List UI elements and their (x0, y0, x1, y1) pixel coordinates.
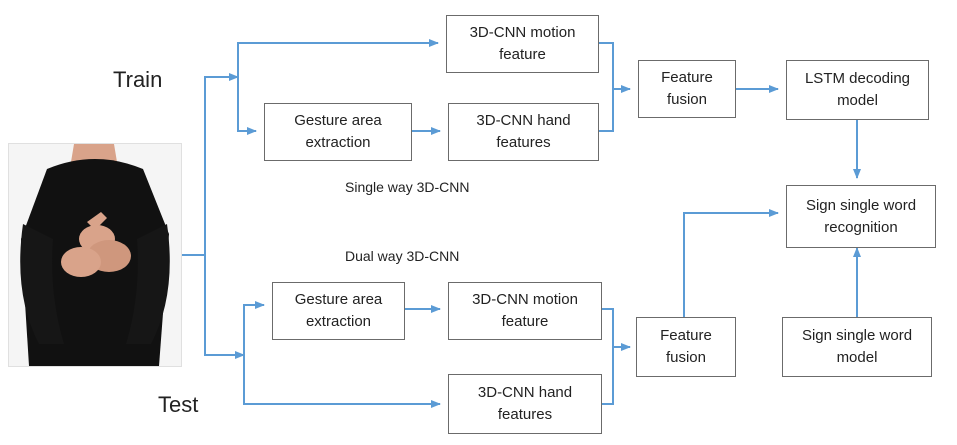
single-way-label: Single way 3D-CNN (345, 179, 470, 195)
box-line: 3D-CNN hand (476, 112, 571, 129)
arrow-train-motion (237, 39, 439, 77)
arrow-to-test (204, 255, 245, 359)
box-line: model (836, 349, 878, 366)
test-motion-feature-box: 3D-CNN motion feature (448, 282, 602, 340)
box-line: 3D-CNN hand (477, 384, 573, 401)
train-hand-features-box: 3D-CNN hand features (448, 103, 599, 161)
train-gesture-extraction-box: Gesture area extraction (264, 103, 412, 161)
lstm-decoding-model-box: LSTM decoding model (786, 60, 929, 120)
box-line: Sign single word (801, 327, 913, 344)
train-label: Train (113, 67, 163, 92)
box-line: Gesture area (294, 112, 382, 129)
box-line: Sign single word (805, 196, 917, 214)
train-motion-feature-box: 3D-CNN motion feature (446, 15, 599, 73)
sign-word-recognition-box: Sign single word recognition (786, 185, 936, 248)
arrow-fusion-recognition (683, 209, 779, 317)
box-line: LSTM decoding (804, 70, 911, 87)
arrow-motion-fusion (599, 42, 631, 93)
box-line: fusion (665, 349, 706, 366)
arrow-test-hand-fusion (602, 347, 614, 405)
arrow-test-gesture (243, 301, 265, 355)
box-line: model (837, 92, 878, 109)
box-line: features (497, 406, 553, 423)
box-line: extraction (305, 134, 371, 151)
dual-way-label: Dual way 3D-CNN (345, 248, 460, 264)
box-line: Gesture area (294, 291, 383, 308)
box-line: 3D-CNN motion (469, 24, 576, 41)
test-gesture-extraction-box: Gesture area extraction (272, 282, 405, 340)
box-line: 3D-CNN motion (472, 291, 578, 308)
arrow-to-train (180, 73, 239, 256)
box-line: feature (501, 313, 549, 330)
test-hand-features-box: 3D-CNN hand features (448, 374, 602, 434)
train-feature-fusion-box: Feature fusion (638, 60, 736, 118)
test-feature-fusion-box: Feature fusion (636, 317, 736, 377)
arrow-train-gesture (237, 77, 257, 135)
arrow-test-hand (243, 355, 441, 408)
signer-photo (8, 143, 182, 367)
box-line: features (496, 134, 551, 151)
signer-illustration (9, 144, 181, 366)
arrow-hand-fusion (599, 89, 614, 132)
box-line: extraction (305, 313, 372, 330)
box-line: Feature (661, 69, 713, 86)
test-label: Test (158, 392, 199, 417)
arrow-test-motion-fusion (602, 308, 631, 351)
box-line: Feature (660, 327, 712, 344)
box-line: fusion (666, 91, 707, 108)
sign-word-model-box: Sign single word model (782, 317, 932, 377)
box-line: recognition (824, 218, 898, 236)
box-line: feature (499, 46, 546, 63)
